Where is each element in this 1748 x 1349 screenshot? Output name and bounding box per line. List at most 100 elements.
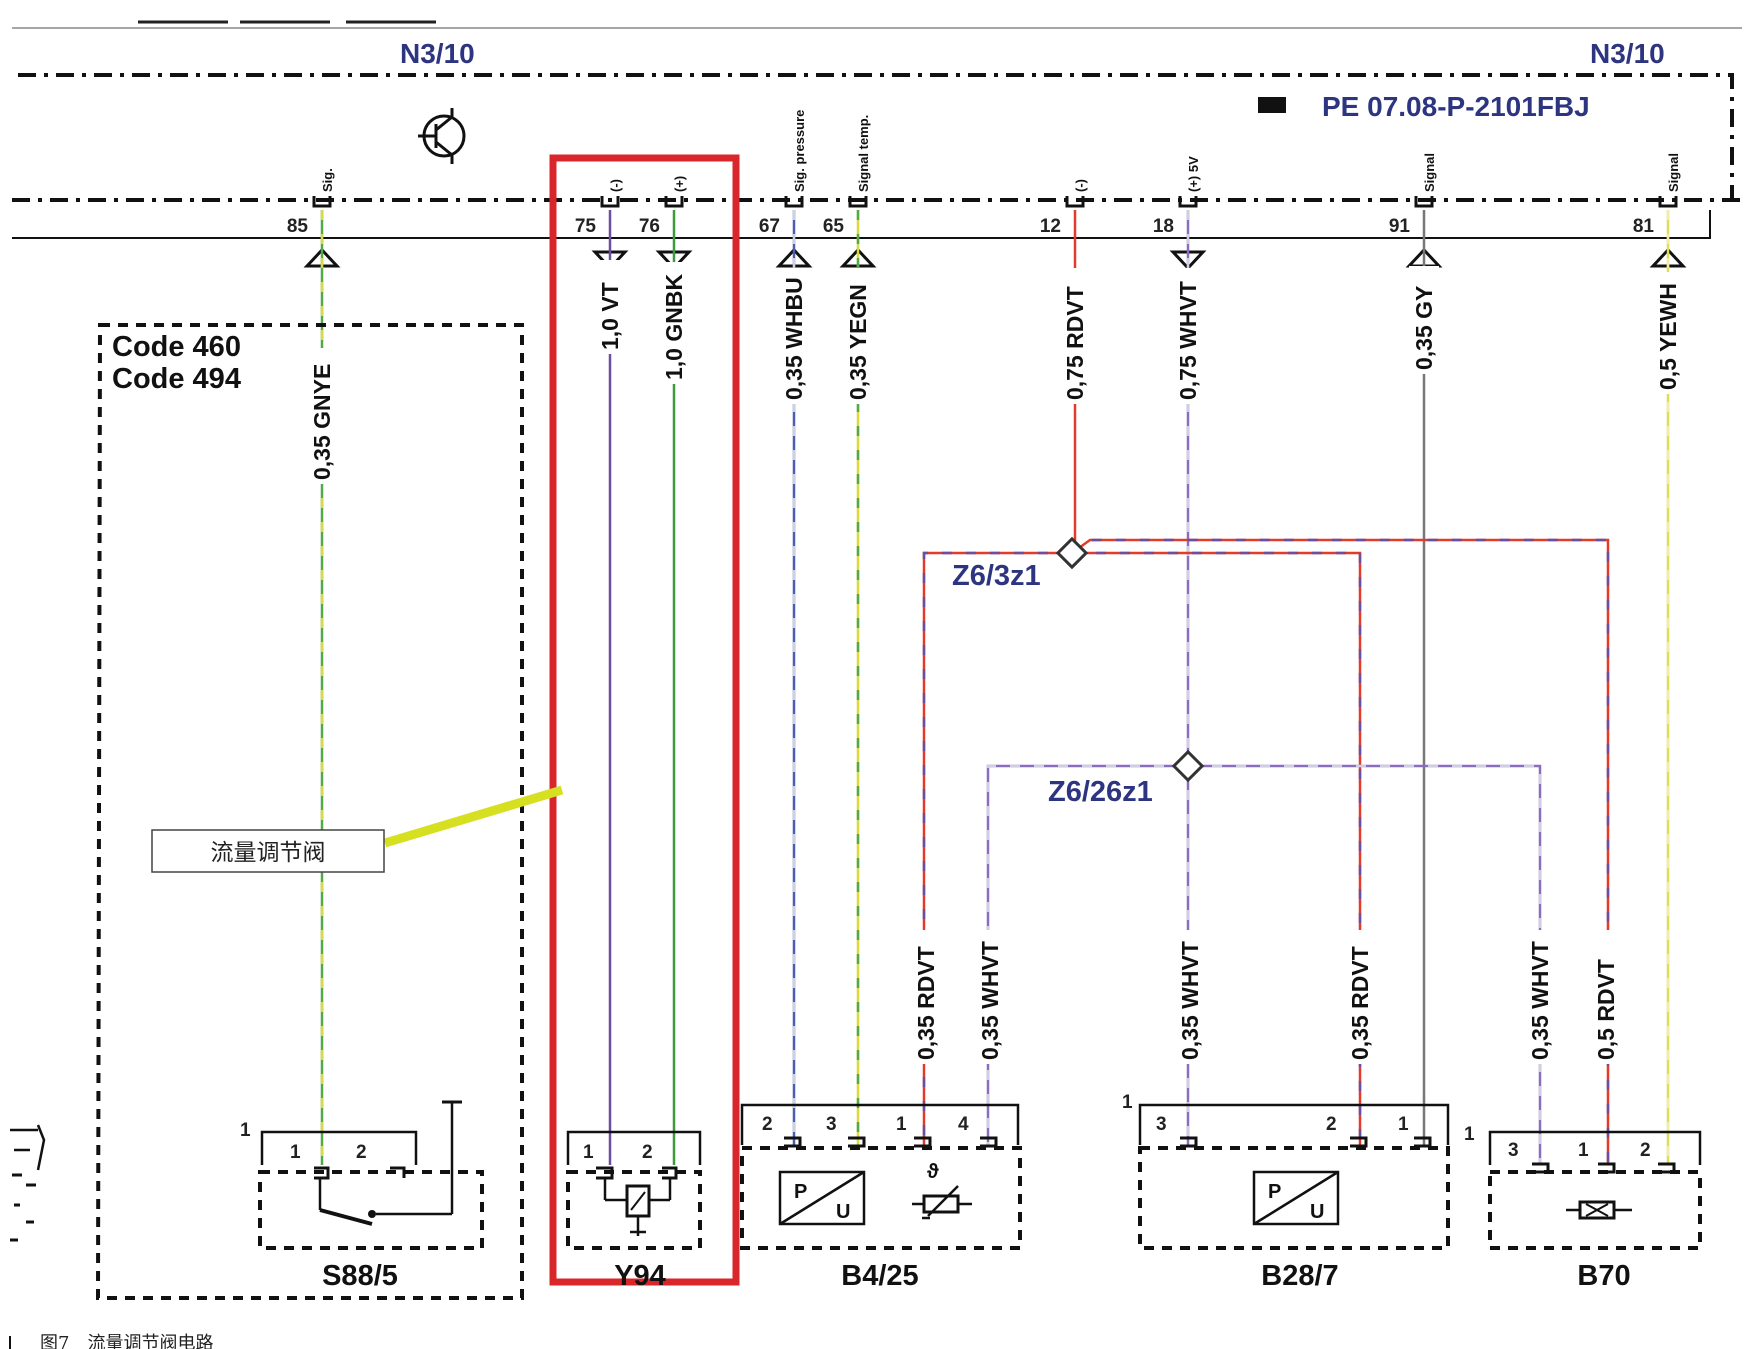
- branch-wire-labels: 0,35 RDVT 0,35 WHVT 0,35 WHVT 0,35 RDVT …: [913, 941, 1619, 1060]
- wire-label-b287-rdvt: 0,35 RDVT: [1347, 946, 1373, 1060]
- wire-label: 0,75 WHVT: [1175, 281, 1201, 400]
- branch-wiring: [909, 538, 1623, 1165]
- y94-pin-1: 1: [583, 1142, 594, 1163]
- callout-leader: [383, 785, 564, 848]
- wire-67: 0,35 WHBU: [779, 210, 809, 1145]
- splice-z6-3z1: Z6/3z1: [952, 536, 1089, 592]
- s88-housing: [258, 1170, 484, 1250]
- wire-12: 0,75 RDVT: [1060, 210, 1090, 553]
- pin-connector-icon: [600, 196, 620, 208]
- pin-18: 18(+) 5V: [1153, 156, 1207, 271]
- component-y94: 1 2 Y94: [566, 1130, 702, 1292]
- wire-91: 0,35 GY: [1409, 210, 1439, 1145]
- pin-connector-icon: [1658, 196, 1678, 208]
- pin-signal: Signal: [1422, 153, 1437, 192]
- pin-76: 76 (+): [639, 176, 693, 271]
- wire-label-b287-whvt: 0,35 WHVT: [1177, 941, 1203, 1060]
- b287-housing: [1138, 1146, 1450, 1250]
- highlight-box: [549, 154, 740, 1286]
- pin-connector-icon: [784, 196, 804, 208]
- wire-label: 0,35 YEGN: [845, 284, 871, 400]
- b425-theta: ϑ: [927, 1161, 939, 1183]
- option-boundary: [95, 323, 524, 1300]
- callout-box: [151, 829, 385, 873]
- b425-sensor-u: U: [836, 1201, 850, 1223]
- wire-75: 1,0 VT: [595, 210, 625, 1165]
- wire-label-b70-rdvt: 0,5 RDVT: [1593, 959, 1619, 1060]
- component-b70: 1 3 1 2 B70: [1464, 1124, 1702, 1292]
- b425-sensor-p: P: [794, 1181, 807, 1203]
- pin-signal: (-): [1073, 179, 1088, 192]
- b425-pin-3: 3: [826, 1114, 837, 1135]
- module-id-right: N3/10: [1590, 38, 1665, 69]
- s88-pin-2: 2: [356, 1142, 367, 1163]
- pin-75: 75(-): [575, 179, 629, 271]
- b70-pin-2: 2: [1640, 1140, 1651, 1161]
- pin-91: 91 Signal: [1389, 153, 1443, 268]
- pin-signal: Signal temp.: [856, 115, 871, 192]
- splice-label-upper: Z6/3z1: [952, 560, 1041, 592]
- component-b28-7: 1 3 2 1 P U B28/7: [1122, 1092, 1450, 1292]
- pin-signal: (+): [672, 176, 687, 192]
- pin-connector-icon: [1414, 196, 1434, 208]
- switch-icon: [318, 1100, 462, 1226]
- s88-corner-label: 1: [240, 1120, 251, 1141]
- wire-label: 0,35 GY: [1411, 286, 1437, 370]
- b425-pin-2: 2: [762, 1114, 773, 1135]
- pin-number: 67: [759, 216, 780, 237]
- b287-sensor-u: U: [1310, 1201, 1324, 1223]
- pin-number: 18: [1153, 216, 1174, 237]
- hall-sensor-icon: [1566, 1200, 1632, 1220]
- code-494-label: Code 494: [112, 363, 241, 395]
- s88-pin-1: 1: [290, 1142, 301, 1163]
- wire-18: 0,75 WHVT: [1173, 210, 1203, 766]
- splice-label-lower: Z6/26z1: [1048, 776, 1153, 808]
- wire-label: 0,75 RDVT: [1062, 286, 1088, 400]
- pin-connector-icon: [664, 196, 684, 208]
- b425-pin-4: 4: [958, 1114, 969, 1135]
- code-460-494-box: Code 460 Code 494: [95, 323, 524, 1300]
- pressure-sensor-icon: P U: [1252, 1170, 1340, 1226]
- pin-67: 67 Sig. pressure: [759, 110, 813, 268]
- b287-pin-3: 3: [1156, 1114, 1167, 1135]
- s88-name: S88/5: [322, 1260, 398, 1292]
- y94-pin-2: 2: [642, 1142, 653, 1163]
- splice-node: [1171, 749, 1205, 783]
- b287-name: B28/7: [1261, 1260, 1338, 1292]
- reference-link[interactable]: PE 07.08-P-2101FBJ: [1258, 91, 1590, 122]
- wire-label-b425-whvt: 0,35 WHVT: [977, 941, 1003, 1060]
- pin-signal: Sig. pressure: [792, 110, 807, 192]
- pin-connector-icon: [312, 196, 332, 208]
- pin-number: 76: [639, 216, 660, 237]
- pin-signal: Signal: [1666, 153, 1681, 192]
- splice-node: [1055, 536, 1089, 570]
- pin-signal: Sig.: [320, 168, 335, 192]
- wire-label: 1,0 VT: [597, 282, 623, 350]
- pin-connector-icon: [848, 196, 868, 208]
- solenoid-valve-icon: [603, 1178, 672, 1236]
- pin-number: 81: [1633, 216, 1655, 237]
- b70-name: B70: [1577, 1260, 1630, 1292]
- b425-pin-1: 1: [896, 1114, 907, 1135]
- pin-81: 81 Signal: [1633, 153, 1687, 268]
- control-unit-n3-10: N3/10 N3/10 PE 07.08-P-2101FBJ: [12, 38, 1740, 239]
- figure-caption: 图7 流量调节阀电路: [9, 1333, 213, 1349]
- b425-name: B4/25: [841, 1260, 918, 1292]
- module-baseline: [12, 210, 1711, 239]
- pin-number: 91: [1389, 216, 1411, 237]
- pin-connector-icon: [1065, 196, 1085, 208]
- wire-label: 0,5 YEWH: [1655, 283, 1681, 390]
- temperature-sensor-icon: ϑ: [912, 1161, 972, 1220]
- splice-z6-26z1: Z6/26z1: [1048, 749, 1205, 808]
- b287-pin-2: 2: [1326, 1114, 1337, 1135]
- pin-12: 12(-): [1040, 179, 1088, 237]
- pressure-sensor-icon: P U: [778, 1170, 866, 1226]
- callout-text: 流量调节阀: [211, 840, 326, 866]
- callout: 流量调节阀: [151, 785, 564, 873]
- module-id-left: N3/10: [400, 38, 475, 69]
- pin-signal: (-): [608, 179, 623, 192]
- pin-number: 65: [823, 216, 845, 237]
